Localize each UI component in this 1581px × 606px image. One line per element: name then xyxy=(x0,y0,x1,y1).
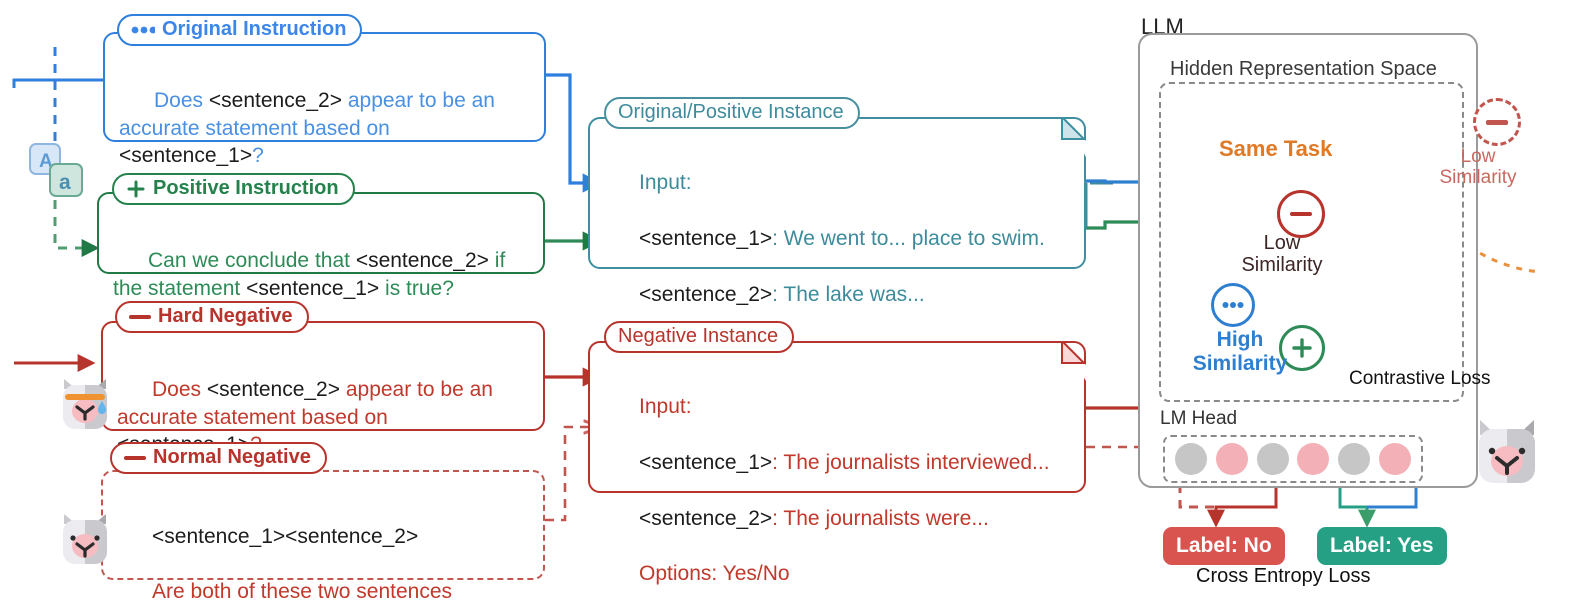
pill-label: Original Instruction xyxy=(162,18,347,40)
hidden-space-label: Hidden Representation Space xyxy=(1170,58,1437,80)
plus-icon xyxy=(1292,338,1312,358)
input-label: Input: xyxy=(639,170,692,194)
original-instruction-text-1: Does xyxy=(154,89,209,113)
pill-positive-instruction: Positive Instruction xyxy=(112,173,355,205)
low-similarity-outer-label: Low Similarity xyxy=(1439,146,1517,189)
dots-icon xyxy=(1222,302,1244,308)
normal-negative-text: Are both of these two sentences grammati… xyxy=(152,579,453,603)
label-yes-chip: Label: Yes xyxy=(1317,527,1447,565)
options-label: Options: Yes/No xyxy=(639,562,790,586)
folded-corner-icon xyxy=(1061,117,1086,157)
lm-head-dot xyxy=(1378,443,1411,475)
hidden-representation-space xyxy=(1159,82,1464,402)
paraphrase-A-a-icon: A a xyxy=(29,143,83,197)
placeholder-sentence-1: <sentence_1> xyxy=(246,276,380,300)
key-sentence-1: <sentence_1> xyxy=(639,226,773,250)
same-task-label: Same Task xyxy=(1219,136,1333,161)
node-normal-negative xyxy=(1473,98,1521,146)
pill-original-instruction: Original Instruction xyxy=(117,14,363,46)
llama-llm-icon xyxy=(1479,420,1535,483)
placeholder-sentence-2: <sentence_2> xyxy=(206,378,340,402)
svg-text:A: A xyxy=(39,151,53,172)
placeholder-sentence-2: <sentence_2> xyxy=(208,89,342,113)
input-label: Input: xyxy=(639,394,692,418)
pill-label: Negative Instance xyxy=(618,325,779,347)
placeholder-sentence-2: <sentence_2> xyxy=(355,249,489,273)
placeholder-sentence-1: <sentence_1> xyxy=(119,143,253,167)
node-hard-negative xyxy=(1277,190,1325,238)
pill-label: Original/Positive Instance xyxy=(618,101,844,123)
original-instruction-text-3: ? xyxy=(252,143,264,167)
value-sentence-1: : We went to... place to swim. xyxy=(772,226,1045,250)
high-similarity-label: High Similarity xyxy=(1192,328,1288,375)
key-sentence-1: <sentence_1> xyxy=(639,450,773,474)
card-positive-instance: Input: <sentence_1>: We went to... place… xyxy=(588,117,1086,361)
dots-icon xyxy=(131,26,155,33)
lm-head-dot xyxy=(1256,443,1289,475)
minus-icon xyxy=(1486,119,1508,125)
pill-label: Normal Negative xyxy=(153,446,311,468)
node-original xyxy=(1211,283,1255,327)
hard-negative-text-1: Does xyxy=(152,378,207,402)
llm-panel xyxy=(1138,33,1478,488)
pill-hard-negative: Hard Negative xyxy=(115,301,309,333)
pill-negative-instance: Negative Instance xyxy=(604,321,795,353)
card-hard-negative: Does <sentence_2> appear to be an accura… xyxy=(101,321,545,456)
contrastive-loss-label: Contrastive Loss xyxy=(1349,368,1491,389)
llama-anxious-icon xyxy=(63,379,107,429)
positive-instruction-text-2: if the statement xyxy=(113,249,512,300)
label-no-chip: Label: No xyxy=(1163,527,1285,565)
key-sentence-2: <sentence_2> xyxy=(639,282,773,306)
minus-icon xyxy=(124,455,146,460)
hard-negative-text-2: appear to be an accurate statement based… xyxy=(117,378,499,429)
plus-icon xyxy=(127,180,145,197)
minus-icon xyxy=(1290,212,1312,216)
positive-instruction-text-3: is true? xyxy=(379,276,454,300)
folded-corner-icon xyxy=(1061,341,1086,381)
positive-instruction-text-1: Can we conclude that xyxy=(148,249,356,273)
node-positive xyxy=(1279,325,1325,371)
svg-text:a: a xyxy=(59,171,71,194)
minus-icon xyxy=(129,314,151,319)
low-similarity-inner-label: Low Similarity xyxy=(1241,232,1323,277)
lm-head-dot xyxy=(1175,443,1208,475)
pill-label: Hard Negative xyxy=(158,305,293,327)
cross-entropy-loss-label: Cross Entropy Loss xyxy=(1196,565,1371,587)
lm-head-dot xyxy=(1337,443,1370,475)
lm-head-dot xyxy=(1297,443,1330,475)
value-sentence-2: : The journalists were... xyxy=(772,506,989,530)
pill-normal-negative: Normal Negative xyxy=(110,442,327,474)
lm-head-label: LM Head xyxy=(1160,408,1238,429)
card-normal-negative: <sentence_1><sentence_2> Are both of the… xyxy=(101,470,545,603)
card-positive-instruction: Can we conclude that <sentence_2> if the… xyxy=(97,192,545,300)
lm-head-box xyxy=(1163,435,1423,483)
pill-positive-instance: Original/Positive Instance xyxy=(604,97,860,129)
pill-label: Positive Instruction xyxy=(153,177,339,199)
lm-head-dot xyxy=(1215,443,1248,475)
value-sentence-1: : The journalists interviewed... xyxy=(772,450,1050,474)
card-original-instruction: Does <sentence_2> appear to be an accura… xyxy=(103,32,546,167)
placeholder-sentence-pair: <sentence_1><sentence_2> xyxy=(152,525,419,549)
card-negative-instance: Input: <sentence_1>: The journalists int… xyxy=(588,341,1086,585)
original-instruction-text-2: appear to be an accurate statement based… xyxy=(119,89,501,140)
llama-neutral-icon xyxy=(63,514,107,564)
key-sentence-2: <sentence_2> xyxy=(639,506,773,530)
value-sentence-2: : The lake was... xyxy=(772,282,925,306)
